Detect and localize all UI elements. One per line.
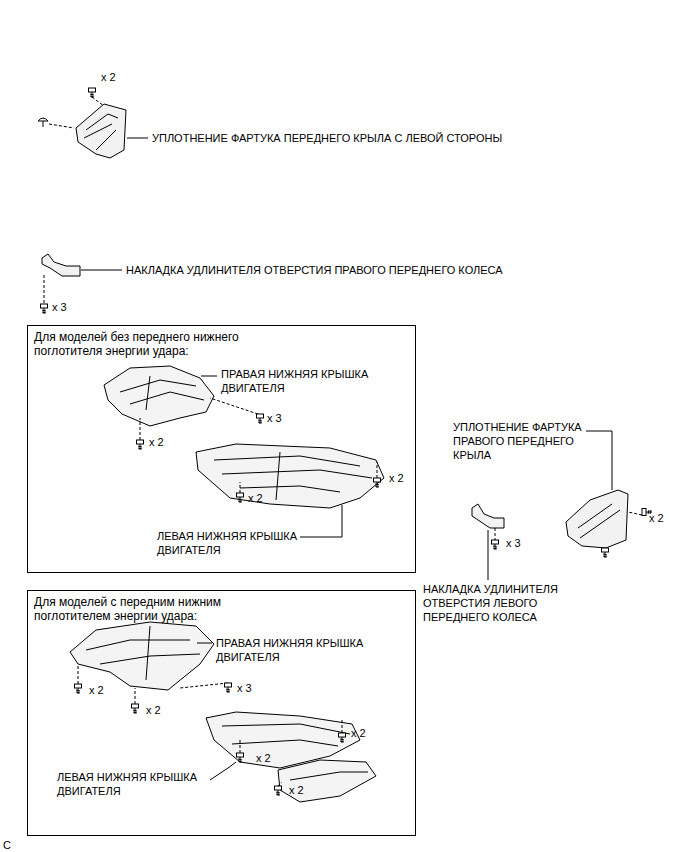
quantity-callout: x 3: [237, 681, 252, 695]
part-name: УПЛОТНЕНИЕ ФАРТУКА ПЕРЕДНЕГО КРЫЛА С ЛЕВ…: [152, 131, 502, 145]
variant-heading: Для моделей без переднего нижнего поглот…: [28, 326, 290, 362]
part-name: ПРАВАЯ НИЖНЯЯ КРЫШКА ДВИГАТЕЛЯ: [216, 636, 381, 664]
quantity-callout: x 3: [506, 536, 521, 550]
quantity-callout: x 2: [89, 683, 104, 697]
part-name: ЛЕВАЯ НИЖНЯЯ КРЫШКА ДВИГАТЕЛЯ: [157, 529, 322, 557]
quantity-callout: x 2: [149, 435, 164, 449]
part-name: НАКЛАДКА УДЛИНИТЕЛЯ ОТВЕРСТИЯ ПРАВОГО ПЕ…: [126, 263, 503, 277]
quantity-callout: x 2: [256, 751, 271, 765]
quantity-callout: x 2: [146, 703, 161, 717]
quantity-callout: x 2: [289, 783, 304, 797]
part-name: УПЛОТНЕНИЕ ФАРТУКА ПРАВОГО ПЕРЕДНЕГО КРЫ…: [453, 420, 601, 462]
quantity-callout: x 3: [267, 411, 282, 425]
quantity-callout: x 2: [101, 70, 116, 84]
part-name: ПРАВАЯ НИЖНЯЯ КРЫШКА ДВИГАТЕЛЯ: [221, 367, 386, 395]
variant-heading: Для моделей с передним нижним поглотител…: [28, 591, 290, 627]
part-name: ЛЕВАЯ НИЖНЯЯ КРЫШКА ДВИГАТЕЛЯ: [57, 770, 207, 798]
variant-box: Для моделей с передним нижним поглотител…: [27, 590, 416, 836]
part-name: НАКЛАДКА УДЛИНИТЕЛЯ ОТВЕРСТИЯ ЛЕВОГО ПЕР…: [423, 582, 588, 624]
quantity-callout: x 3: [52, 300, 67, 314]
quantity-callout: x 2: [389, 471, 404, 485]
quantity-callout: x 2: [248, 491, 263, 505]
quantity-callout: x 2: [649, 511, 664, 525]
part-name: C: [3, 838, 11, 852]
quantity-callout: x 2: [351, 726, 366, 740]
